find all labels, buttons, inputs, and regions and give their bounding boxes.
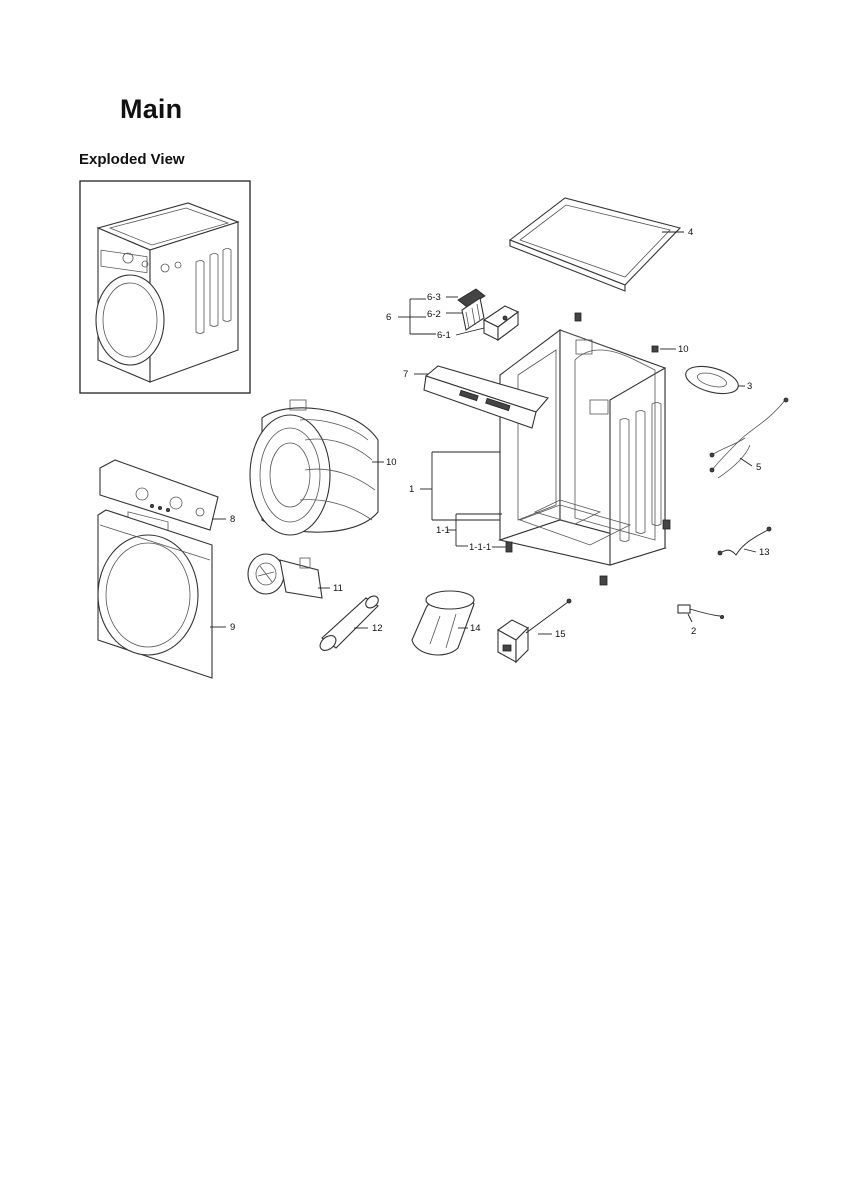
page-title: Main (120, 94, 183, 124)
part-13-hose (717, 526, 772, 556)
part-14-heater-housing (411, 590, 475, 656)
callout-6-2: 6-2 (427, 309, 441, 320)
part-15-valve (496, 598, 572, 664)
callout-1-1-1: 1-1-1 (469, 542, 491, 553)
part-10-drum (249, 399, 379, 536)
callout-4: 4 (688, 227, 693, 238)
part-6-pcb-assembly (457, 288, 520, 342)
callout-7: 7 (403, 369, 408, 380)
callout-13: 13 (759, 547, 770, 558)
part-4-top-panel (508, 197, 682, 292)
part-16-screw (651, 345, 659, 353)
part-1-cabinet (497, 328, 667, 566)
callout-10: 10 (386, 457, 397, 468)
callout-1-1: 1-1 (436, 525, 450, 536)
callout-3: 3 (747, 381, 752, 392)
part-2-thermostat (677, 604, 725, 620)
callout-2: 2 (691, 626, 696, 637)
callout-6: 6 (386, 312, 391, 323)
part-5-wire-harness (709, 397, 789, 479)
callout-15: 15 (555, 629, 566, 640)
part-12-duct (319, 595, 379, 651)
callout-6-3: 6-3 (427, 292, 441, 303)
callout-14: 14 (470, 623, 481, 634)
part-1-1-1-foot (505, 541, 513, 553)
overview-thumbnail (79, 180, 251, 394)
callout-5: 5 (756, 462, 761, 473)
leveling-foot-right (662, 519, 671, 530)
callout-11: 11 (333, 583, 343, 594)
callout-8: 8 (230, 514, 235, 525)
callout-9: 9 (230, 622, 235, 633)
part-3-duct-cover (685, 365, 739, 395)
callout-10-screw: 10 (678, 344, 689, 355)
leveling-foot-front (599, 575, 608, 586)
part-11-blower (247, 553, 323, 599)
part-9-front-panel (97, 509, 213, 679)
callout-1: 1 (409, 484, 414, 495)
section-title: Exploded View (79, 151, 185, 168)
callout-6-1: 6-1 (437, 330, 451, 341)
cabinet-screw (574, 312, 582, 322)
callout-12: 12 (372, 623, 383, 634)
part-7-bracket (423, 365, 549, 429)
